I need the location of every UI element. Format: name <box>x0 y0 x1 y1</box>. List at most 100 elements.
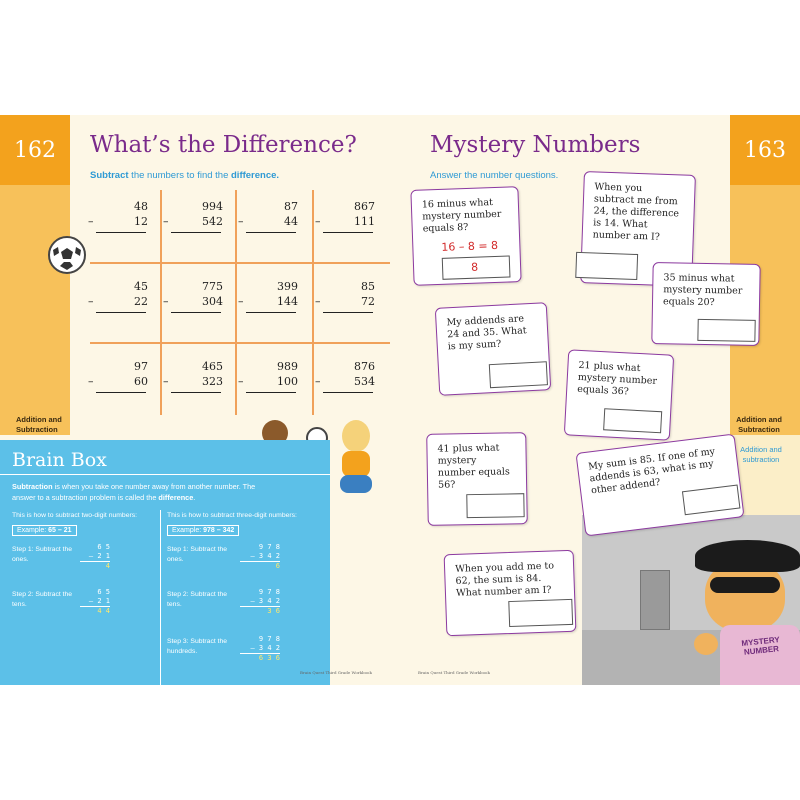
minus-sign: – <box>163 295 169 308</box>
mystery-card-1: 16 minus what mystery number equals 8? 1… <box>410 186 522 286</box>
definition-term: Subtraction <box>12 482 53 491</box>
work-answer: 4 4 <box>80 606 110 616</box>
problem-bottom-row: – 72 <box>305 295 375 310</box>
kid-shorts <box>340 475 372 493</box>
problem-top: 48 <box>134 200 148 213</box>
grid-line <box>160 190 162 415</box>
section-sub-line2: subtraction <box>742 455 780 464</box>
two-step-1-work: 6 5 – 2 1 4 <box>80 543 110 571</box>
page-title-right: Mystery Numbers <box>430 132 641 158</box>
example-two-value: 65 – 21 <box>48 527 72 534</box>
instruction-left: Subtract the numbers to find the differe… <box>90 170 279 181</box>
mystery-hand <box>694 633 718 655</box>
problem-top: 85 <box>361 280 375 293</box>
three-step-1-label: Step 1: Subtract the ones. <box>167 546 228 563</box>
problem-bottom-row: –44 <box>228 215 298 230</box>
page-number-left: 162 <box>0 115 70 185</box>
problem-bottom: 60 <box>134 375 148 388</box>
instruction-bold-difference: difference. <box>231 170 280 181</box>
problem-bottom-row: –100 <box>228 375 298 390</box>
card-question: 16 minus what mystery number equals 8? <box>421 197 502 235</box>
section-label-left: Addition and Subtraction <box>16 415 62 435</box>
subtraction-problem: 85 – 72 <box>305 280 375 313</box>
minus-sign: – <box>238 295 244 308</box>
minus-sign: – <box>163 215 169 228</box>
problem-top: 989 <box>277 360 298 373</box>
problem-bottom-row: –60 <box>78 375 148 390</box>
work-top: 9 7 8 <box>258 543 280 551</box>
work-bottom: – 3 4 2 <box>250 552 280 560</box>
problem-bottom: 100 <box>277 375 298 388</box>
problem-top: 399 <box>277 280 298 293</box>
work-bottom: – 3 4 2 <box>250 597 280 605</box>
grid-line <box>235 190 237 415</box>
three-step-3-work: 9 7 8 – 3 4 2 6 3 6 <box>240 635 280 663</box>
section-sub-right: Addition and subtraction <box>730 445 792 465</box>
problem-top: 87 <box>284 200 298 213</box>
footer-right: Brain Quest Third Grade Workbook <box>418 670 490 675</box>
problem-bottom: 542 <box>202 215 223 228</box>
problem-bottom: 111 <box>354 215 375 228</box>
brain-box-title: Brain Box <box>12 449 107 471</box>
card-answer-box[interactable] <box>488 361 548 389</box>
two-step-2-work: 6 5 – 2 1 4 4 <box>80 588 110 616</box>
problem-bottom: 12 <box>134 215 148 228</box>
work-bottom: – 2 1 <box>88 597 110 605</box>
subtraction-problem: 989 –100 <box>228 360 298 393</box>
example-three-digit: Example: 978 – 342 <box>167 525 240 536</box>
problem-bottom: 72 <box>361 295 375 308</box>
work-bottom: – 2 1 <box>88 552 110 560</box>
card-answer-box[interactable] <box>603 408 663 434</box>
problem-underline <box>323 312 373 313</box>
work-answer: 3 6 <box>240 606 280 616</box>
definition-body: is when you take one number away from an… <box>12 482 256 502</box>
card-answer-box[interactable] <box>466 493 525 519</box>
workbook-spread: 162 Addition and Subtraction 163 Additio… <box>0 115 800 685</box>
work-answer: 4 <box>80 561 110 571</box>
card-question: My addends are 24 and 35. What is my sum… <box>446 313 527 353</box>
mystery-card-4: My addends are 24 and 35. What is my sum… <box>434 302 552 396</box>
card-answer-box[interactable]: 8 <box>441 255 511 280</box>
problem-bottom: 44 <box>284 215 298 228</box>
example-two-digit: Example: 65 – 21 <box>12 525 77 536</box>
three-step-2-work: 9 7 8 – 3 4 2 3 6 <box>240 588 280 616</box>
problem-bottom: 304 <box>202 295 223 308</box>
problem-underline <box>96 392 146 393</box>
minus-sign: – <box>315 295 321 308</box>
subtraction-problem: 87 –44 <box>228 200 298 233</box>
mystery-card-6: 41 plus what mystery number equals 56? <box>426 432 528 526</box>
problem-underline <box>171 312 221 313</box>
subtraction-problem: 97 –60 <box>78 360 148 393</box>
subtraction-problem: 876–534 <box>305 360 375 393</box>
work-bottom: – 3 4 2 <box>250 644 280 652</box>
card-answer-box[interactable] <box>697 318 756 342</box>
problem-top: 97 <box>134 360 148 373</box>
how-three-digit: This is how to subtract three-digit numb… <box>167 512 297 519</box>
problem-top: 45 <box>134 280 148 293</box>
example-three-value: 978 – 342 <box>203 527 235 534</box>
problem-underline <box>171 392 221 393</box>
card-answer: 8 <box>470 260 479 274</box>
page-number-right: 163 <box>730 115 800 185</box>
problem-bottom: 323 <box>202 375 223 388</box>
example-label: Example: <box>17 527 47 534</box>
card-answer-box[interactable] <box>681 484 741 516</box>
problem-underline <box>96 312 146 313</box>
work-answer: 6 3 6 <box>240 653 280 663</box>
mystery-card-8: When you add me to 62, the sum is 84. Wh… <box>443 549 577 637</box>
instruction-middle: the numbers to find the <box>128 170 231 181</box>
example-label: Example: <box>172 527 202 534</box>
kid-shirt <box>342 451 370 477</box>
card-answer-box[interactable] <box>575 251 639 281</box>
brain-box-divider <box>0 474 330 475</box>
problem-underline <box>246 312 296 313</box>
card-answer-box[interactable] <box>508 598 574 628</box>
three-step-1-work: 9 7 8 – 3 4 2 6 <box>240 543 280 571</box>
section-label-left-line2: Subtraction <box>16 425 58 434</box>
card-question: 35 minus what mystery number equals 20? <box>662 272 743 309</box>
subtraction-problem: 867–111 <box>305 200 375 233</box>
subtraction-problem: 994–542 <box>153 200 223 233</box>
brain-box-column-divider <box>160 510 161 685</box>
problem-bottom-row: –323 <box>153 375 223 390</box>
